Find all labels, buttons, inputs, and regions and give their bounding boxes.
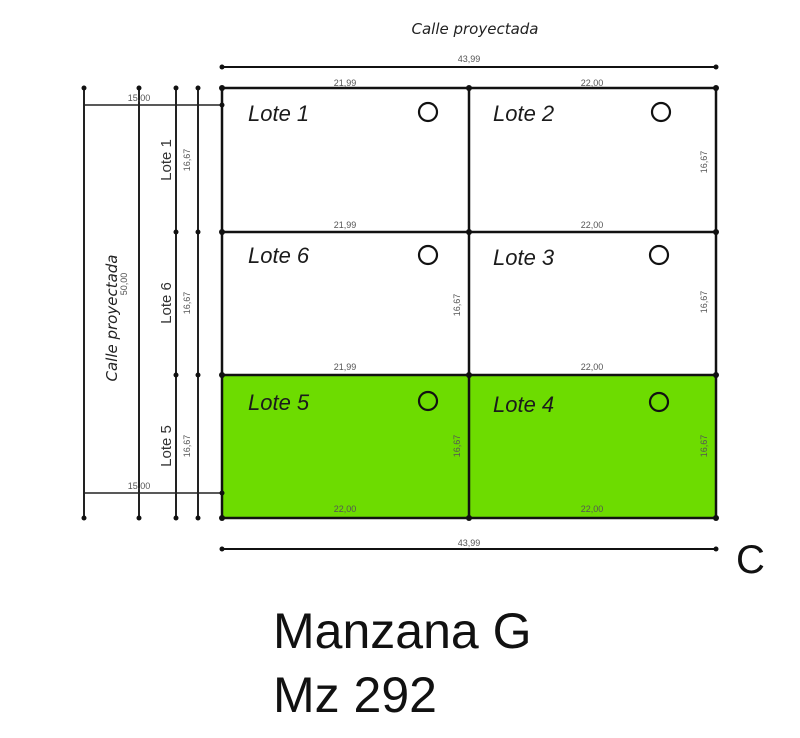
side-lot-label-6: Lote 6 16,67 bbox=[158, 282, 192, 324]
svg-text:16,67: 16,67 bbox=[699, 435, 709, 458]
total-width-dimension-top: 43,99 bbox=[219, 54, 719, 70]
svg-text:Lote 1: Lote 1 bbox=[158, 139, 175, 181]
lot-marker-icon bbox=[417, 244, 439, 266]
lot-6[interactable]: Lote 6 21,99 16,67 bbox=[248, 243, 462, 372]
block-title: Manzana G bbox=[273, 603, 532, 659]
svg-text:16,67: 16,67 bbox=[182, 435, 192, 458]
lot-2[interactable]: Lote 2 22,00 22,00 16,67 bbox=[493, 78, 709, 230]
left-dimension-lines bbox=[83, 88, 222, 518]
lot-5[interactable]: Lote 5 22,00 16,67 bbox=[248, 390, 462, 514]
svg-text:Lote 1: Lote 1 bbox=[248, 101, 309, 126]
svg-text:43,99: 43,99 bbox=[458, 54, 481, 64]
svg-text:Lote 4: Lote 4 bbox=[493, 392, 554, 417]
street-label-left: Calle proyectada 50,00 bbox=[103, 254, 129, 381]
street-label-top: Calle proyectada bbox=[411, 20, 538, 38]
svg-text:16,67: 16,67 bbox=[699, 151, 709, 174]
corner-label: C bbox=[736, 538, 765, 582]
left-dimension-nodes bbox=[81, 85, 225, 521]
svg-text:22,00: 22,00 bbox=[581, 78, 604, 88]
svg-text:16,67: 16,67 bbox=[452, 435, 462, 458]
svg-text:Calle proyectada: Calle proyectada bbox=[103, 254, 121, 381]
svg-text:Lote 6: Lote 6 bbox=[248, 243, 310, 268]
side-lot-label-1: Lote 1 16,67 bbox=[158, 139, 192, 181]
svg-text:16,67: 16,67 bbox=[182, 149, 192, 172]
svg-text:22,00: 22,00 bbox=[581, 362, 604, 372]
lot-marker-icon bbox=[648, 244, 670, 266]
grid-nodes bbox=[219, 85, 719, 521]
svg-text:16,67: 16,67 bbox=[699, 291, 709, 314]
svg-text:Lote 6: Lote 6 bbox=[158, 282, 175, 324]
setback-dimension-top: 15,00 bbox=[128, 93, 151, 103]
svg-text:22,00: 22,00 bbox=[334, 504, 357, 514]
lot-marker-icon bbox=[650, 101, 672, 123]
lot-3[interactable]: Lote 3 22,00 16,67 bbox=[493, 244, 709, 372]
svg-text:21,99: 21,99 bbox=[334, 78, 357, 88]
lot-marker-icon bbox=[417, 101, 439, 123]
lot-5-fill bbox=[222, 375, 469, 518]
setback-dimension-bottom: 15,00 bbox=[128, 481, 151, 491]
lot-marker-icon bbox=[417, 390, 439, 412]
svg-text:22,00: 22,00 bbox=[581, 220, 604, 230]
svg-text:21,99: 21,99 bbox=[334, 362, 357, 372]
svg-text:Lote 5: Lote 5 bbox=[248, 390, 310, 415]
lot-1[interactable]: Lote 1 21,99 21,99 bbox=[248, 78, 439, 230]
svg-text:21,99: 21,99 bbox=[334, 220, 357, 230]
svg-text:16,67: 16,67 bbox=[182, 292, 192, 315]
svg-text:Lote 5: Lote 5 bbox=[158, 425, 175, 467]
svg-text:16,67: 16,67 bbox=[452, 294, 462, 317]
block-number: Mz 292 bbox=[273, 667, 437, 723]
lot-marker-icon bbox=[648, 391, 670, 413]
svg-text:50,00: 50,00 bbox=[119, 273, 129, 296]
svg-text:22,00: 22,00 bbox=[581, 504, 604, 514]
svg-text:Lote 3: Lote 3 bbox=[493, 245, 555, 270]
lot-4[interactable]: Lote 4 22,00 16,67 bbox=[493, 391, 709, 514]
lot-4-fill bbox=[469, 375, 716, 518]
svg-text:43,99: 43,99 bbox=[458, 538, 481, 548]
total-width-dimension-bottom: 43,99 bbox=[219, 538, 719, 552]
svg-text:Lote 2: Lote 2 bbox=[493, 101, 554, 126]
side-lot-label-5: Lote 5 16,67 bbox=[158, 425, 192, 467]
